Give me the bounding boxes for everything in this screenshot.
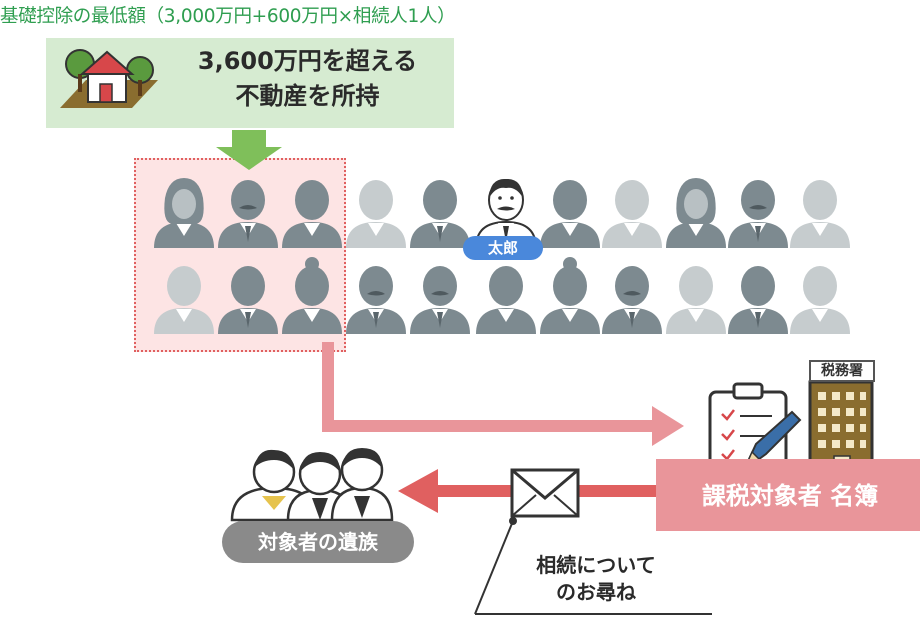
tax-office-building-icon	[808, 380, 874, 476]
person-icon	[476, 266, 536, 334]
person-icon	[666, 266, 726, 334]
taxpayer-list-label: 課税対象者 名簿	[701, 482, 879, 510]
person-icon	[346, 180, 406, 248]
property-line-2: 不動産を所持	[235, 82, 380, 110]
person-icon	[602, 180, 662, 248]
house-icon	[60, 49, 158, 108]
property-text: 3,600万円を超える 不動産を所持	[175, 44, 440, 114]
family-group-icon	[230, 448, 394, 522]
pink-path-arrow	[322, 342, 684, 446]
person-icon	[154, 266, 214, 334]
taxpayer-list-box	[656, 459, 920, 531]
taro-badge: 太郎	[463, 236, 543, 260]
tax-office-sign: 税務署	[809, 360, 875, 382]
property-line-1: 3,600万円を超える	[197, 47, 418, 75]
person-icon	[410, 266, 470, 334]
person-icon	[218, 266, 278, 334]
person-icon	[218, 180, 278, 248]
person-icon	[346, 266, 406, 334]
deduction-header: 基礎控除の最低額（3,000万円+600万円×相続人1人）	[0, 6, 456, 27]
inquiry-line-2: のお尋ね	[556, 580, 636, 604]
person-icon	[154, 178, 214, 248]
person-icon	[728, 180, 788, 248]
person-icon	[790, 180, 850, 248]
person-icon	[728, 266, 788, 334]
person-icon	[282, 257, 342, 334]
inquiry-label: 相続について のお尋ね	[500, 552, 692, 606]
person-icon	[602, 266, 662, 334]
inquiry-line-1: 相続について	[536, 553, 656, 577]
person-icon	[410, 180, 470, 248]
green-down-arrow	[216, 130, 282, 170]
family-label: 対象者の遺族	[222, 521, 414, 563]
person-icon	[540, 180, 600, 248]
inquiry-callout-line	[474, 517, 712, 615]
person-icon	[282, 180, 342, 248]
person-icon	[540, 257, 600, 334]
person-icon	[790, 266, 850, 334]
person-icon	[666, 178, 726, 248]
envelope-icon	[510, 468, 580, 518]
people-grid	[154, 178, 850, 334]
